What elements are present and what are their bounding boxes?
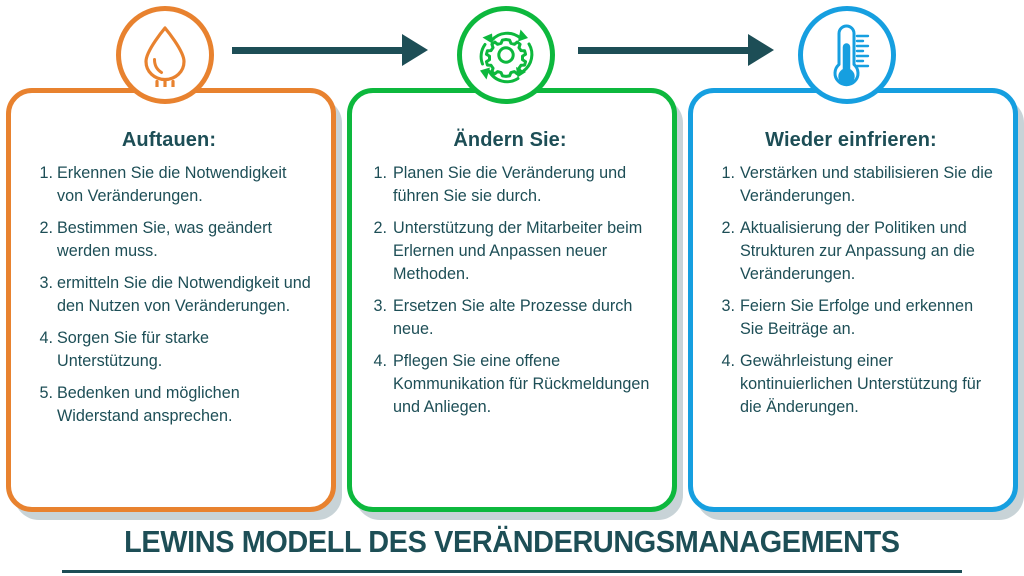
stage-title-unfreeze: Auftauen: — [121, 129, 217, 151]
stage-badge-unfreeze — [116, 6, 214, 104]
stage-steps-refreeze: Verstärken und stabilisieren Sie die Ver… — [703, 162, 999, 419]
list-item: Pflegen Sie eine offene Kommunikation fü… — [368, 350, 650, 416]
arrow-change-to-refreeze — [578, 34, 774, 66]
arrow-head — [402, 34, 428, 66]
list-item: Verstärken und stabilisieren Sie die Ver… — [711, 162, 993, 205]
footer: LEWINS MODELL DES VERÄNDERUNGSMANAGEMENT… — [0, 524, 1024, 573]
stage-steps-unfreeze: Erkennen Sie die Notwendigkeit von Verän… — [21, 162, 317, 428]
stage-badge-refreeze — [798, 6, 896, 104]
arrow-shaft — [578, 46, 748, 54]
title-underline — [62, 570, 962, 573]
stage-title-change: Ändern Sie: — [453, 129, 567, 151]
list-item: Bedenken und möglichen Widerstand anspre… — [29, 382, 240, 425]
list-item: Feiern Sie Erfolge und erkennen Sie Beit… — [711, 295, 974, 338]
list-item: Erkennen Sie die Notwendigkeit von Verän… — [29, 162, 287, 205]
list-item: Gewährleistung einer kontinuierlichen Un… — [711, 350, 982, 416]
list-item: Ersetzen Sie alte Prozesse durch neue. — [368, 295, 633, 338]
gear-cycle-icon — [473, 22, 539, 88]
water-drop-icon — [137, 23, 193, 87]
arrow-head — [748, 34, 774, 66]
arrow-unfreeze-to-change — [232, 34, 428, 66]
stage-steps-change: Planen Sie die Veränderung und führen Si… — [362, 162, 658, 419]
stage-badge-change — [457, 6, 555, 104]
list-item: Planen Sie die Veränderung und führen Si… — [368, 162, 627, 205]
thermometer-icon — [816, 21, 878, 89]
stage-card-change: Ändern Sie: Planen Sie die Veränderung u… — [347, 88, 677, 512]
stage-card-unfreeze: Auftauen: Erkennen Sie die Notwendigkeit… — [6, 88, 336, 512]
page-title: LEWINS MODELL DES VERÄNDERUNGSMANAGEMENT… — [124, 524, 900, 559]
list-item: Aktualisierung der Politiken und Struktu… — [711, 217, 975, 283]
list-item: ermitteln Sie die Notwendigkeit und den … — [29, 272, 311, 315]
list-item: Sorgen Sie für starke Unterstützung. — [29, 327, 210, 370]
stage-card-refreeze: Wieder einfrieren: Verstärken und stabil… — [688, 88, 1018, 512]
list-item: Unterstützung der Mitarbeiter beim Erler… — [368, 217, 643, 283]
arrow-shaft — [232, 46, 402, 54]
stage-title-refreeze: Wieder einfrieren: — [765, 129, 937, 151]
list-item: Bestimmen Sie, was geändert werden muss. — [29, 217, 273, 260]
